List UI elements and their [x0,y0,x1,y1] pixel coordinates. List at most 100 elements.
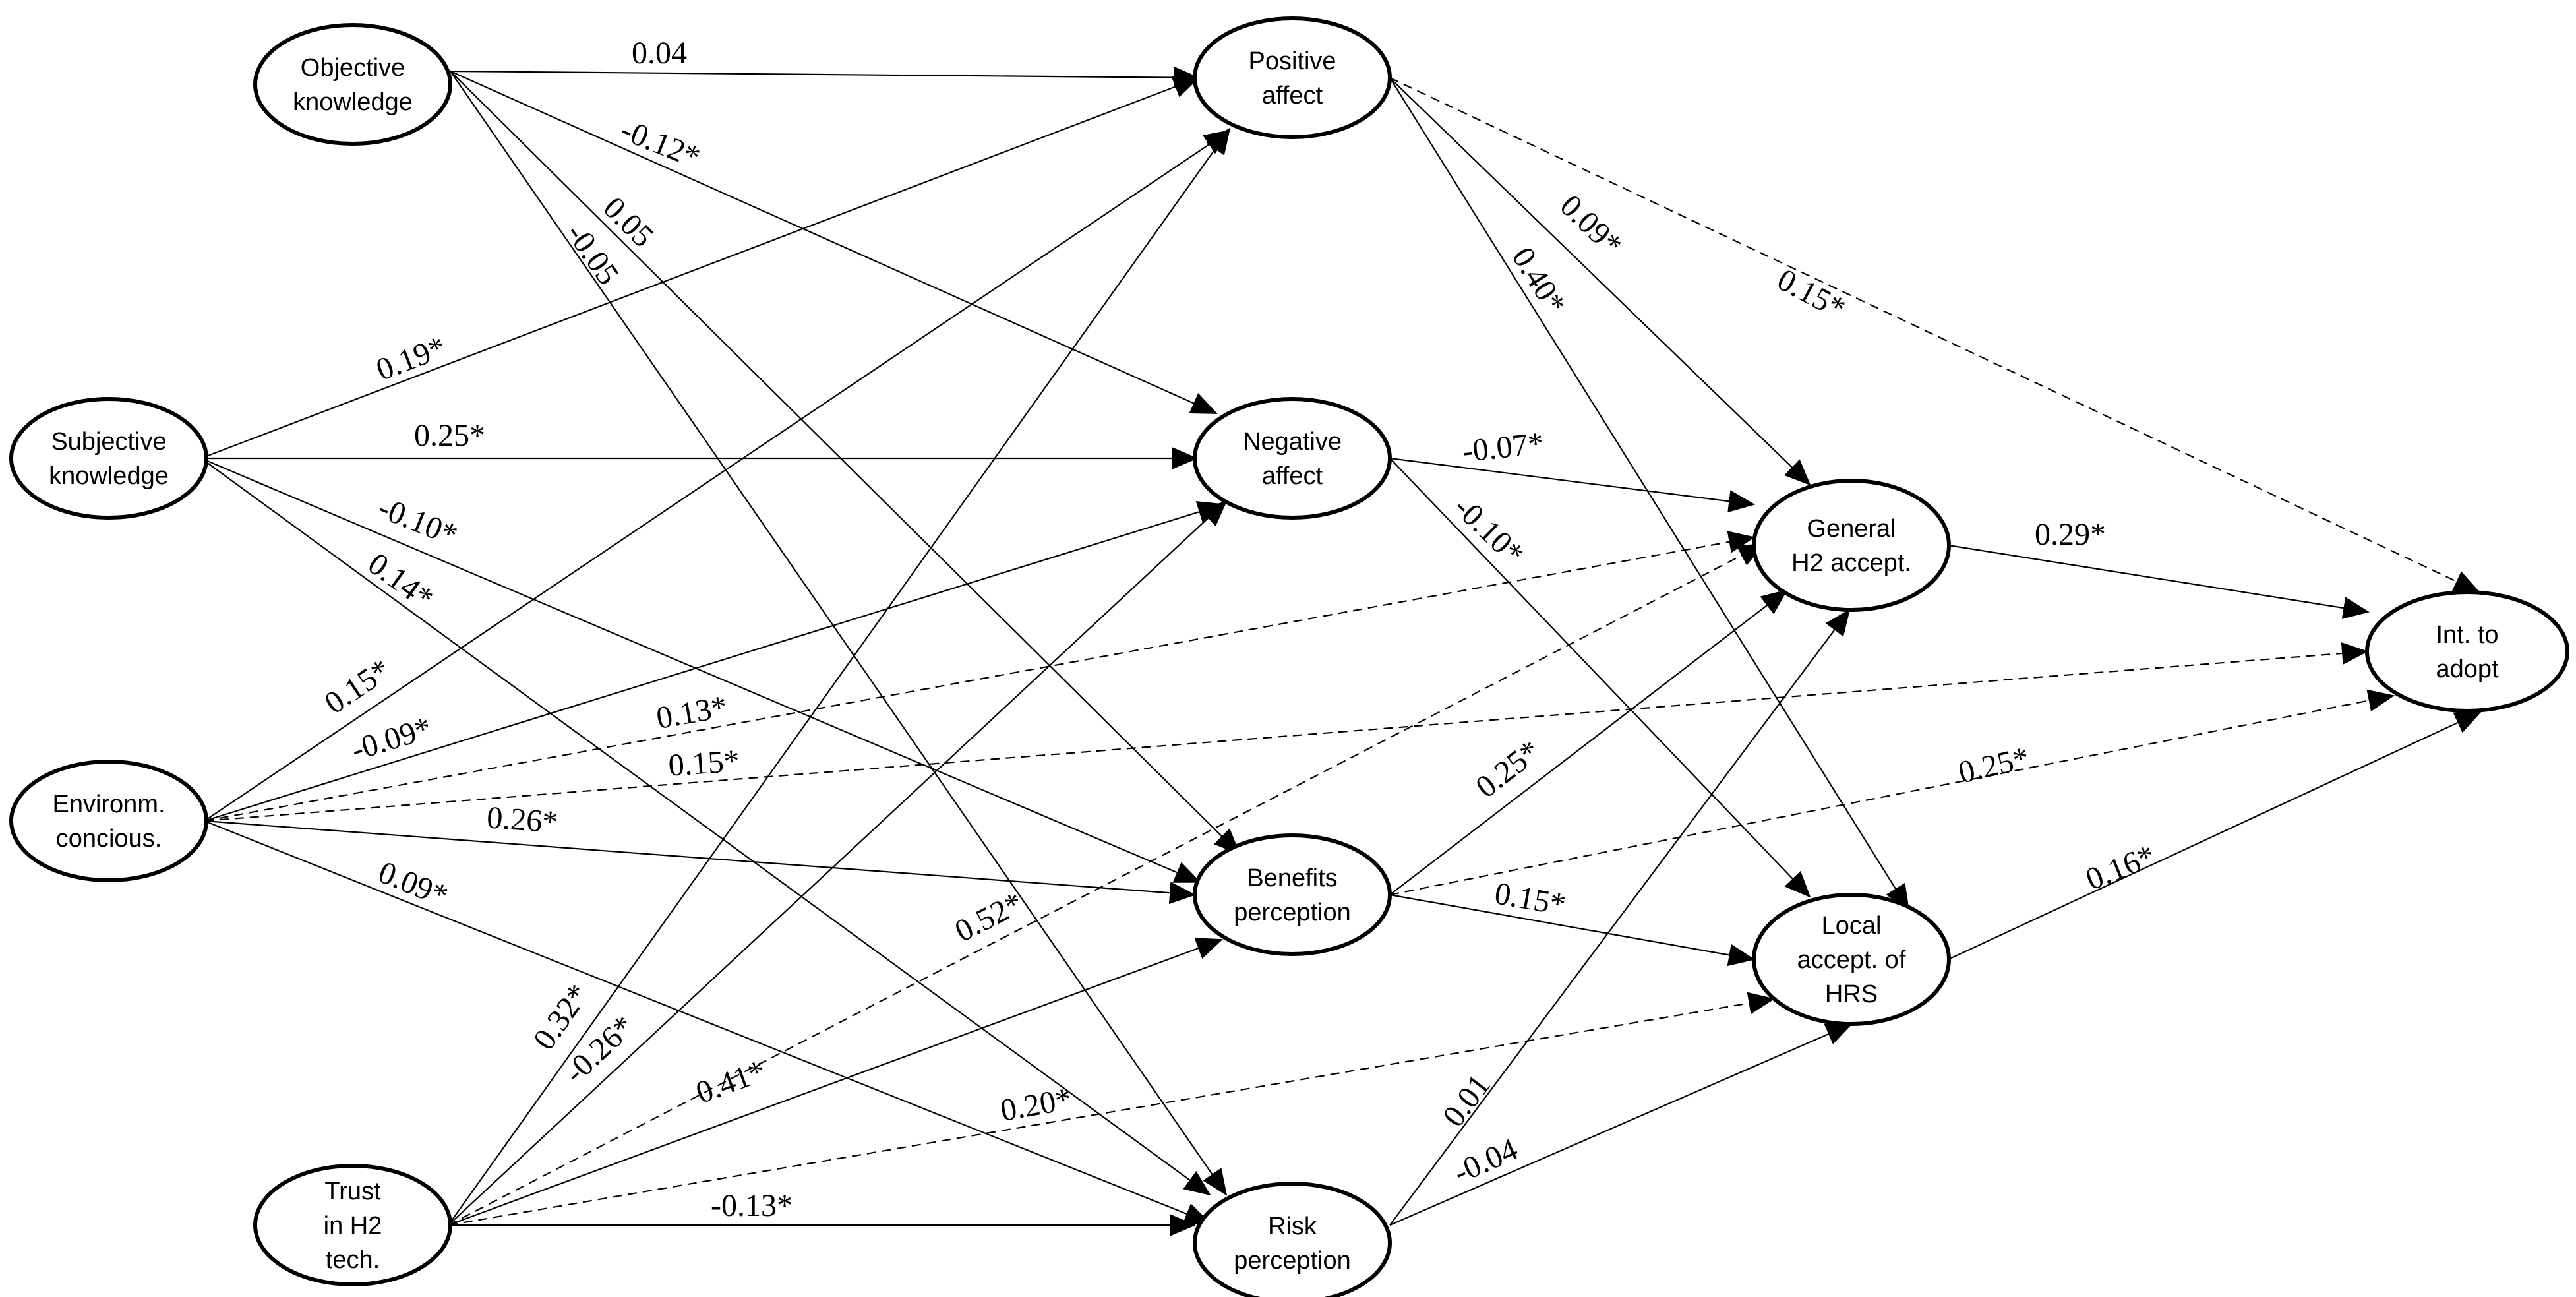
node-label-ben-1: perception [1234,899,1350,926]
node-layer: ObjectiveknowledgeSubjectiveknowledgeEnv… [9,16,2569,1297]
node-label-pos-0: Positive [1248,47,1336,75]
coefficient-obj-pos: 0.04 [632,36,687,71]
node-gen: General H2 accept. [1752,479,1951,612]
node-label-trust-1: in H2 [324,1212,382,1240]
path-trust-gen [448,543,1765,1226]
path-subj-ben [200,457,1201,884]
node-label-risk-0: Risk [1268,1213,1317,1240]
coefficient-env-int: 0.15* [667,743,740,783]
node-ellipse-int [2365,590,2569,713]
coefficient-trust-ben: 0.41* [692,1053,771,1110]
path-gen-int [1948,544,2370,619]
node-label-subj-1: knowledge [49,462,169,490]
path-neg-loc [1389,458,1811,898]
node-ellipse-pos [1193,16,1392,139]
node-label-env-1: concious. [56,825,162,853]
node-ellipse-obj [253,23,452,146]
path-pos-gen [1389,77,1811,486]
coefficient-subj-neg: 0.25* [414,418,485,453]
path-trust-loc [448,992,1775,1226]
coefficient-trust-risk: -0.13* [711,1188,793,1223]
coefficient-loc-int: 0.16* [2081,838,2160,897]
coefficient-subj-ben: -0.10* [373,490,462,553]
path-env-ben [204,820,1196,905]
coefficient-env-gen: 0.13* [653,689,730,736]
path-ben-gen [1389,589,1788,895]
node-label-loc-0: Local [1822,912,1882,940]
node-int: Int. to adopt [2365,590,2569,713]
node-ellipse-env [9,760,208,882]
coefficient-pos-gen: 0.09* [1553,188,1629,262]
node-ben: Benefits perception [1193,833,1392,956]
coefficient-risk-gen: 0.01 [1436,1068,1497,1133]
node-label-env-0: Environm. [52,791,165,818]
node-neg: Negative affect [1193,397,1392,520]
node-ellipse-loc [1752,893,1951,1026]
coefficient-env-pos: 0.15* [318,652,397,721]
node-risk: Risk perception [1193,1182,1392,1297]
coefficient-env-neg: -0.09* [347,710,436,768]
node-trust: Trust in H2 tech. [253,1164,452,1286]
path-neg-gen [1389,457,1755,513]
node-env: Environm. concious. [9,760,208,882]
node-label-ben-0: Benefits [1247,864,1337,892]
node-label-loc-1: accept. of [1797,946,1906,974]
coefficient-trust-gen: 0.52* [949,886,1029,949]
node-label-obj-1: knowledge [293,88,413,116]
coefficient-trust-loc: 0.20* [998,1081,1074,1128]
coefficient-subj-risk: 0.14* [361,546,440,616]
node-loc: Local accept. of HRS [1752,893,1951,1026]
node-label-gen-1: H2 accept. [1791,549,1911,577]
node-pos: Positive affect [1193,16,1392,139]
node-ellipse-trust [253,1164,452,1286]
node-obj: Objective knowledge [253,23,452,146]
coefficient-ben-int: 0.25* [1955,740,2032,791]
path-risk-gen [1389,609,1851,1226]
node-ellipse-ben [1193,833,1392,956]
path-obj-pos [450,66,1200,89]
path-trust-pos [448,127,1231,1226]
path-env-neg [204,501,1224,822]
node-label-gen-0: General [1807,515,1896,543]
node-label-obj-0: Objective [301,54,405,82]
path-subj-risk [200,458,1211,1196]
node-ellipse-subj [9,397,208,520]
node-label-int-0: Int. to [2436,621,2498,649]
path-env-pos [204,129,1231,822]
path-ben-loc [1389,893,1755,967]
node-label-pos-1: affect [1262,82,1323,109]
path-trust-neg [448,500,1228,1226]
path-ben-int [1389,689,2395,896]
path-obj-risk [450,71,1228,1196]
path-obj-neg [450,70,1218,415]
path-subj-pos [200,76,1200,460]
coefficient-ben-gen: 0.25* [1469,733,1547,804]
path-trust-ben [448,938,1223,1226]
node-ellipse-gen [1752,479,1951,612]
node-label-int-1: adopt [2436,655,2499,683]
path-risk-loc [1389,1023,1853,1226]
coefficient-env-ben: 0.26* [486,800,559,839]
node-label-neg-1: affect [1262,462,1323,490]
coefficient-risk-loc: -0.04 [1449,1131,1523,1190]
edge-layer [200,66,2482,1236]
path-loc-int [1948,711,2482,960]
node-ellipse-neg [1193,397,1392,520]
coefficient-gen-int: 0.29* [2035,517,2106,552]
node-label-risk-1: perception [1234,1247,1350,1275]
path-env-gen [204,531,1755,822]
node-label-loc-2: HRS [1825,980,1878,1008]
path-env-int [204,642,2368,822]
path-pos-int [1389,77,2480,593]
path-obj-ben [450,71,1241,855]
coefficient-neg-gen: -0.07* [1460,426,1545,469]
coefficient-pos-loc: 0.40* [1505,241,1573,320]
node-label-trust-0: Trust [324,1178,381,1205]
node-label-trust-2: tech. [326,1246,380,1274]
path-env-risk [204,820,1211,1224]
coefficient-pos-int: 0.15* [1772,262,1851,326]
path-pos-loc [1389,77,1910,911]
node-label-neg-0: Negative [1243,428,1342,456]
